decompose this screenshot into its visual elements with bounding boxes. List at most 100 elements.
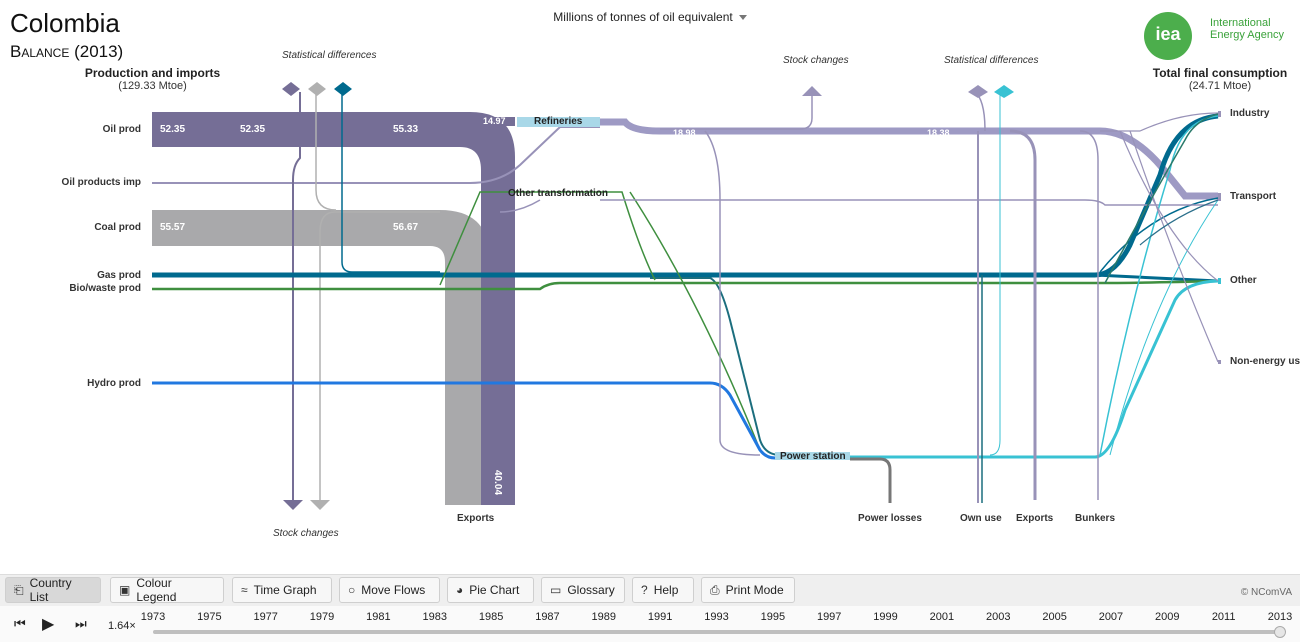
industry-bio-fan-flow <box>1104 113 1219 284</box>
oil-flow-value-3: 55.33 <box>393 124 419 135</box>
year-tick[interactable]: 1985 <box>478 611 504 623</box>
year-tick[interactable]: 1975 <box>197 611 222 623</box>
unit-selector[interactable]: Millions of tonnes of oil equivalent <box>0 10 1300 24</box>
sink-non-energy-use[interactable]: Non-energy us <box>1230 356 1300 367</box>
year-tick[interactable]: 1993 <box>704 611 729 623</box>
year-tick[interactable]: 1995 <box>760 611 786 623</box>
stock-changes-bottom-label: Stock changes <box>273 528 339 539</box>
right-stat-diff-arrow-1[interactable] <box>968 85 988 92</box>
source-bio-waste-prod[interactable]: Bio/waste prod <box>69 283 141 294</box>
step-forward-icon[interactable]: ⏭ <box>75 616 87 631</box>
time-graph-button[interactable]: ≈Time Graph <box>232 577 332 603</box>
year-tick[interactable]: 1989 <box>591 611 617 623</box>
stat-diff-arrow-2b[interactable] <box>308 89 326 96</box>
move-flows-button[interactable]: ○Move Flows <box>339 577 440 603</box>
stat-diff-arrow-3b[interactable] <box>334 89 352 96</box>
play-icon[interactable]: ▶ <box>42 616 55 633</box>
stat-diff-stem-2 <box>319 211 440 500</box>
rewind-icon[interactable]: ⏮ <box>14 616 26 631</box>
oil-to-refinery-flow[interactable] <box>480 117 515 126</box>
stock-changes-stem <box>660 92 813 130</box>
country-title: Colombia <box>10 8 120 38</box>
gas-flow[interactable] <box>152 113 1219 278</box>
transport-sink-bar[interactable] <box>1218 193 1221 201</box>
hydro-flow[interactable] <box>152 381 776 460</box>
coal-flow[interactable] <box>152 210 490 505</box>
year-tick[interactable]: 1991 <box>647 611 673 623</box>
year-tick[interactable]: 2009 <box>1155 611 1180 623</box>
book-icon: ▭ <box>550 583 562 597</box>
stat-diff-stem-4 <box>341 92 440 273</box>
stat-diff-arrow-1b[interactable] <box>282 89 300 96</box>
stat-diff-arrow-3[interactable] <box>334 82 352 89</box>
oil-products-value-1: 18.98 <box>673 128 696 138</box>
help-button[interactable]: ?Help <box>632 577 694 603</box>
oil-products-import-flow <box>152 126 600 184</box>
glossary-button[interactable]: ▭Glossary <box>541 577 625 603</box>
source-hydro-prod[interactable]: Hydro prod <box>87 378 141 389</box>
right-stat-diff-arrow-2b[interactable] <box>994 92 1014 98</box>
year-tick[interactable]: 2005 <box>1042 611 1067 623</box>
year-ticks: 1973 1975 1977 1979 1981 1983 1985 1987 1989 1991… <box>141 611 1292 633</box>
stock-changes-arrow[interactable] <box>802 86 822 96</box>
unit-selector-label[interactable]: Millions of tonnes of oil equivalent <box>553 10 733 24</box>
timeline-track[interactable] <box>153 630 1280 634</box>
colour-legend-button[interactable]: ▣Colour Legend <box>110 576 224 604</box>
production-imports-total: (129.33 Mtoe) <box>118 80 187 92</box>
year-tick[interactable]: 1987 <box>535 611 560 623</box>
non-energy-sink-bar[interactable] <box>1218 360 1221 364</box>
year-tick[interactable]: 1979 <box>309 611 335 623</box>
year-tick[interactable]: 2011 <box>1211 611 1236 623</box>
source-oil-products-imp[interactable]: Oil products imp <box>61 177 141 188</box>
year-tick[interactable]: 2013 <box>1267 611 1293 623</box>
sink-industry[interactable]: Industry <box>1230 108 1270 119</box>
source-gas-prod[interactable]: Gas prod <box>97 270 141 281</box>
gas-to-power-flow <box>650 277 781 456</box>
right-stat-diff-stem <box>974 91 986 132</box>
stat-diff-stem-3 <box>315 92 337 211</box>
stat-diff-left-label: Statistical differences <box>282 50 377 61</box>
year-tick[interactable]: 2003 <box>986 611 1011 623</box>
stock-changes-bottom-arrow-1[interactable] <box>283 500 303 510</box>
stock-changes-top-label: Stock changes <box>783 55 849 66</box>
oil-export-value: 40.04 <box>492 470 503 496</box>
country-list-button[interactable]: ⎗Country List <box>5 576 101 604</box>
print-mode-button[interactable]: ⎙Print Mode <box>701 577 795 603</box>
year-tick[interactable]: 1999 <box>873 611 898 623</box>
exports-right-label: Exports <box>1016 513 1054 524</box>
year-tick[interactable]: 2007 <box>1098 611 1124 623</box>
other-sink-bar[interactable] <box>1218 278 1221 284</box>
right-stat-diff-arrow-1b[interactable] <box>968 92 988 98</box>
year-tick[interactable]: 1997 <box>816 611 842 623</box>
speed-control[interactable]: 1.64× <box>108 620 136 632</box>
sink-other[interactable]: Other <box>1230 275 1257 286</box>
oil-products-to-power-flow <box>704 130 761 456</box>
stat-diff-arrow-1[interactable] <box>282 82 300 89</box>
right-stat-diff-arrow-2[interactable] <box>994 85 1014 92</box>
industry-sink-bar[interactable] <box>1218 111 1221 117</box>
energy-balance-sankey <box>152 82 1221 510</box>
electricity-to-transport-flow <box>1109 199 1219 456</box>
year-tick[interactable]: 1981 <box>366 611 391 623</box>
year-tick[interactable]: 1983 <box>422 611 447 623</box>
oil-flow-value-1: 52.35 <box>160 124 186 135</box>
power-losses-label: Power losses <box>858 513 922 524</box>
bio-flow[interactable] <box>152 279 1219 291</box>
source-oil-prod[interactable]: Oil prod <box>102 124 141 135</box>
year-tick[interactable]: 1977 <box>253 611 278 623</box>
stat-diff-arrow-2[interactable] <box>308 82 326 89</box>
other-transformation-left-flow <box>499 199 541 213</box>
sink-transport[interactable]: Transport <box>1230 191 1277 202</box>
timeline-handle[interactable] <box>1274 626 1286 638</box>
power-station-node[interactable] <box>775 452 850 460</box>
year-tick[interactable]: 2001 <box>929 611 955 623</box>
list-icon: ⎗ <box>14 582 24 597</box>
refineries-node[interactable] <box>517 117 600 127</box>
oil-flow[interactable] <box>152 112 515 505</box>
source-coal-prod[interactable]: Coal prod <box>94 222 141 233</box>
stock-changes-bottom-arrow-2[interactable] <box>310 500 330 510</box>
chevron-down-icon[interactable] <box>738 15 747 21</box>
electricity-flow[interactable] <box>850 279 1219 459</box>
year-tick[interactable]: 1973 <box>140 611 166 623</box>
pie-chart-button[interactable]: ◕Pie Chart <box>447 577 534 603</box>
